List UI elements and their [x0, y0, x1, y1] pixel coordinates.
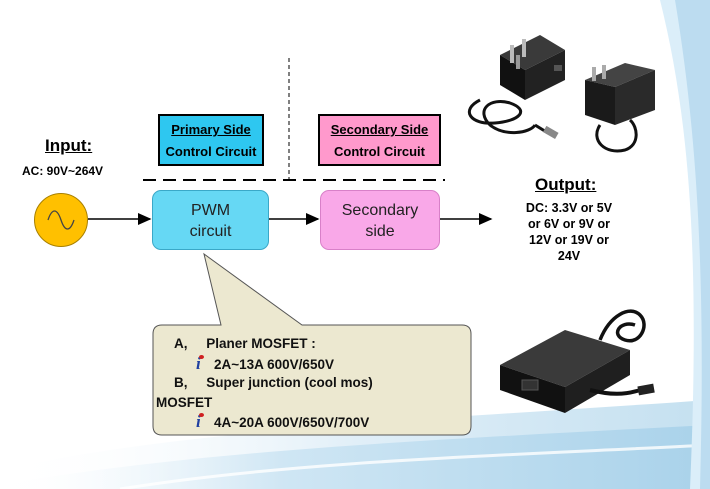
desktop-power-adapter-photo [500, 309, 655, 413]
wall-charger-2 [585, 63, 655, 153]
callout-item-b-cont: MOSFET [156, 393, 373, 413]
callout-bubble [152, 252, 472, 436]
wall-charger-1 [500, 35, 565, 100]
pwm-circuit-block: PWM circuit [152, 190, 269, 250]
input-title: Input: [45, 136, 93, 155]
output-line: 24V [557, 249, 581, 263]
secondary-side-subtitle: Control Circuit [334, 144, 425, 159]
info-i-icon: i [196, 354, 208, 374]
secondary-block-line1: Secondary [341, 202, 419, 219]
item-spec: 4A~20A 600V/650V/700V [214, 415, 370, 430]
secondary-side-label: Secondary Side Control Circuit [318, 114, 441, 166]
callout-item-b: B, Super junction (cool mos) [156, 373, 373, 393]
primary-side-title: Primary Side [171, 122, 251, 137]
input-voltage-range: AC: 90V~264V [22, 164, 104, 178]
primary-side-subtitle: Control Circuit [165, 144, 257, 159]
output-title: Output: [535, 175, 597, 194]
item-name: Super junction (cool mos) [206, 375, 373, 390]
item-name: MOSFET [156, 394, 213, 410]
callout-spec-a: i 2A~13A 600V/650V [156, 354, 373, 374]
output-voltage-options: DC: 3.3V or 5V or 6V or 9V or 12V or 19V… [488, 200, 650, 264]
usb-wall-charger-adapters-photo [467, 35, 655, 153]
output-line: 12V or 19V or [529, 233, 609, 247]
secondary-block-line2: side [365, 223, 395, 240]
ac-source [34, 193, 88, 247]
pwm-block-line1: PWM [190, 202, 231, 219]
pwm-block-line2: circuit [189, 223, 232, 240]
primary-side-label: Primary Side Control Circuit [158, 114, 264, 166]
mosfet-callout: A, Planer MOSFET : i 2A~13A 600V/650V B, … [156, 334, 373, 432]
item-name: Planer MOSFET : [206, 336, 316, 351]
item-label: A, [174, 336, 188, 351]
output-line: or 6V or 9V or [528, 217, 610, 231]
callout-spec-b: i 4A~20A 600V/650V/700V [156, 412, 373, 432]
output-line: DC: 3.3V or 5V [525, 201, 613, 215]
secondary-side-block: Secondary side [320, 190, 440, 250]
secondary-side-title: Secondary Side [330, 122, 429, 137]
ac-sine-wave-icon [47, 210, 75, 230]
item-spec: 2A~13A 600V/650V [214, 356, 334, 372]
item-label: B, [174, 375, 188, 390]
info-i-icon: i [196, 412, 208, 432]
callout-item-a: A, Planer MOSFET : [156, 334, 373, 354]
